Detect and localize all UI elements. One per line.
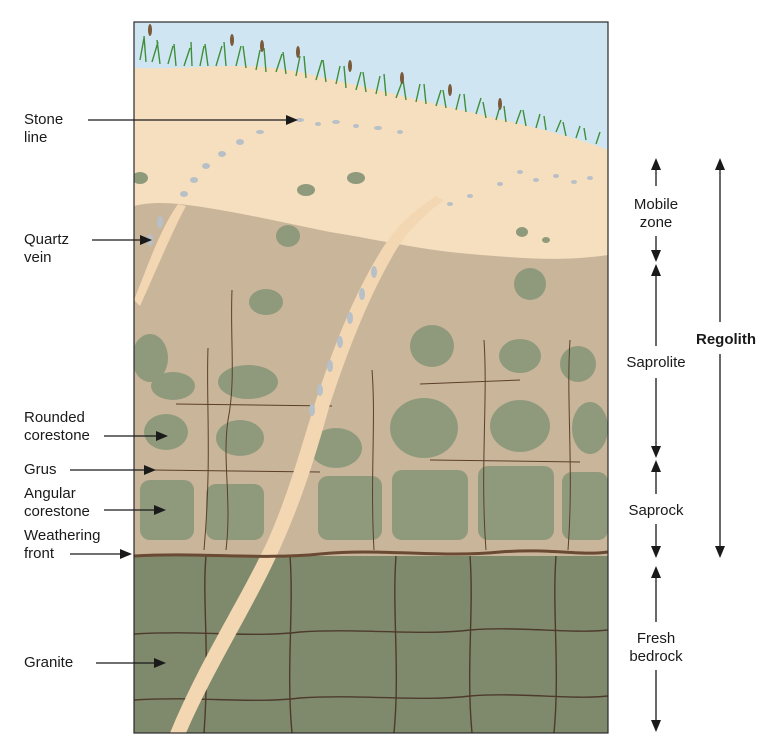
panel-border <box>133 21 609 734</box>
quartz-vein-main <box>170 196 444 733</box>
label-quartz-vein-2: vein <box>24 249 52 266</box>
zone-saprock-label: Saprock <box>628 502 684 519</box>
rounded-corestones <box>134 225 608 468</box>
zone-saprock: Saprock <box>628 460 684 558</box>
profile-panel <box>134 22 608 733</box>
label-rounded-corestone-1: Rounded <box>24 409 85 426</box>
label-granite: Granite <box>24 654 166 671</box>
angular-corestones <box>140 466 608 540</box>
grass <box>139 35 601 145</box>
label-quartz-vein-1: Quartz <box>24 231 69 248</box>
label-weathering-front-1: Weathering <box>24 527 100 544</box>
weathering-front-line <box>134 549 608 558</box>
label-angular-corestone-2: corestone <box>24 503 90 520</box>
label-angular-corestone-1: Angular <box>24 485 76 502</box>
label-grus-text: Grus <box>24 461 57 478</box>
zone-mobile-label-1: Mobile <box>634 196 678 213</box>
fractures <box>151 289 581 551</box>
zone-saprolite: Saprolite <box>626 264 686 458</box>
label-stone-line-2: line <box>24 129 47 146</box>
zone-mobile-label-2: zone <box>640 214 673 231</box>
zone-saprolite-label: Saprolite <box>626 354 685 371</box>
zone-regolith: Regolith <box>696 158 756 558</box>
zone-fresh-bedrock-label-1: Fresh <box>637 630 675 647</box>
label-granite-text: Granite <box>24 654 73 671</box>
mobile-zone-layer <box>134 65 608 259</box>
zone-fresh-bedrock-label-2: bedrock <box>629 648 683 665</box>
stone-line <box>180 118 593 206</box>
label-stone-line-1: Stone <box>24 111 63 128</box>
label-weathering-front-2: front <box>24 545 55 562</box>
label-rounded-corestone-2: corestone <box>24 427 90 444</box>
label-grus: Grus <box>24 461 156 478</box>
zone-regolith-label: Regolith <box>696 331 756 348</box>
mobile-zone-pebbles <box>134 172 550 243</box>
quartz-vein-left <box>134 204 186 306</box>
grass-seedheads <box>148 24 502 110</box>
